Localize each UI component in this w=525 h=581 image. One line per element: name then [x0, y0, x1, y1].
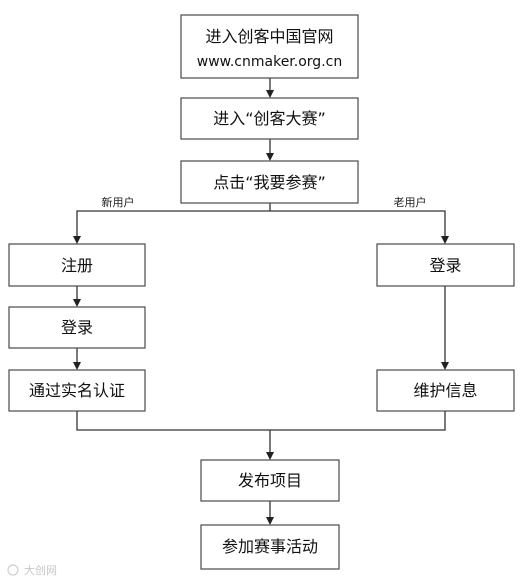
connector-merge — [76, 411, 446, 431]
step-enter-site-title: 进入创客中国官网 — [205, 27, 333, 46]
arrowhead — [266, 153, 274, 161]
step-labels: 进入创客中国官网 www.cnmaker.org.cn 进入“创客大赛” 点击“… — [29, 27, 478, 556]
step-enter-contest-label: 进入“创客大赛” — [213, 109, 326, 128]
new-user-register-box — [8, 243, 146, 287]
arrowhead — [266, 90, 274, 98]
watermark-text: 大创网 — [24, 563, 57, 577]
step-boxes — [8, 14, 515, 570]
watermark-logo-icon — [7, 564, 19, 576]
arrowhead — [73, 362, 81, 370]
step-enter-site-url: www.cnmaker.org.cn — [197, 54, 342, 70]
old-user-login-label: 登录 — [429, 256, 461, 275]
new-user-login-label: 登录 — [61, 318, 93, 337]
connectors — [76, 78, 446, 518]
new-user-register-label: 注册 — [61, 256, 93, 275]
step-publish-box — [200, 459, 340, 502]
arrowheads — [73, 90, 449, 525]
old-user-maintain-box — [376, 369, 515, 412]
new-user-verify-label: 通过实名认证 — [29, 381, 125, 400]
step-join-box — [200, 524, 340, 570]
new-user-login-box — [8, 306, 146, 349]
arrowhead — [73, 299, 81, 307]
old-user-login-box — [376, 243, 515, 287]
arrowhead — [266, 517, 274, 525]
new-user-verify-box — [8, 369, 146, 412]
old-user-maintain-label: 维护信息 — [413, 381, 477, 400]
branch-new-user-label: 新用户 — [102, 195, 135, 209]
arrowhead — [266, 452, 274, 460]
step-enter-site-box — [180, 14, 359, 79]
step-enter-contest-box — [180, 97, 359, 140]
connector-branch-horizontal — [76, 210, 446, 239]
arrowhead — [441, 236, 449, 244]
arrowhead — [73, 236, 81, 244]
branch-old-user-label: 老用户 — [394, 195, 427, 209]
step-join-label: 参加赛事活动 — [222, 537, 318, 556]
step-publish-label: 发布项目 — [238, 471, 302, 490]
step-click-signup-box — [180, 160, 359, 204]
step-click-signup-label: 点击“我要参赛” — [213, 173, 326, 192]
watermark: 大创网 — [7, 563, 57, 577]
arrowhead — [441, 362, 449, 370]
